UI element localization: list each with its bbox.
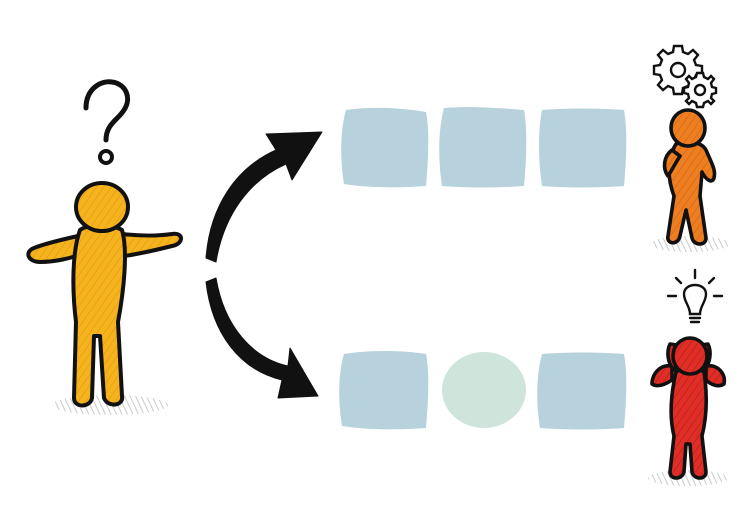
top-box-2 [439, 107, 527, 188]
bottom-box-1 [339, 351, 429, 430]
bottom-path-boxes [339, 351, 627, 430]
question-mark-icon [83, 79, 130, 165]
ground-shadow [650, 236, 730, 252]
top-path-boxes [341, 107, 627, 188]
lightbulb-icon [666, 268, 724, 324]
bottom-box-3 [537, 352, 627, 430]
arrow-up [205, 131, 323, 263]
thinking-person-figure [650, 44, 730, 252]
arrow-down [205, 277, 319, 399]
bottom-circle [442, 352, 526, 428]
overwhelmed-person-figure [648, 268, 728, 486]
ground-shadow [648, 470, 728, 486]
branch-arrows [205, 131, 323, 399]
top-box-1 [341, 107, 429, 188]
top-box-3 [539, 108, 627, 188]
gears-icon [652, 44, 718, 109]
confused-person-figure [26, 79, 183, 415]
